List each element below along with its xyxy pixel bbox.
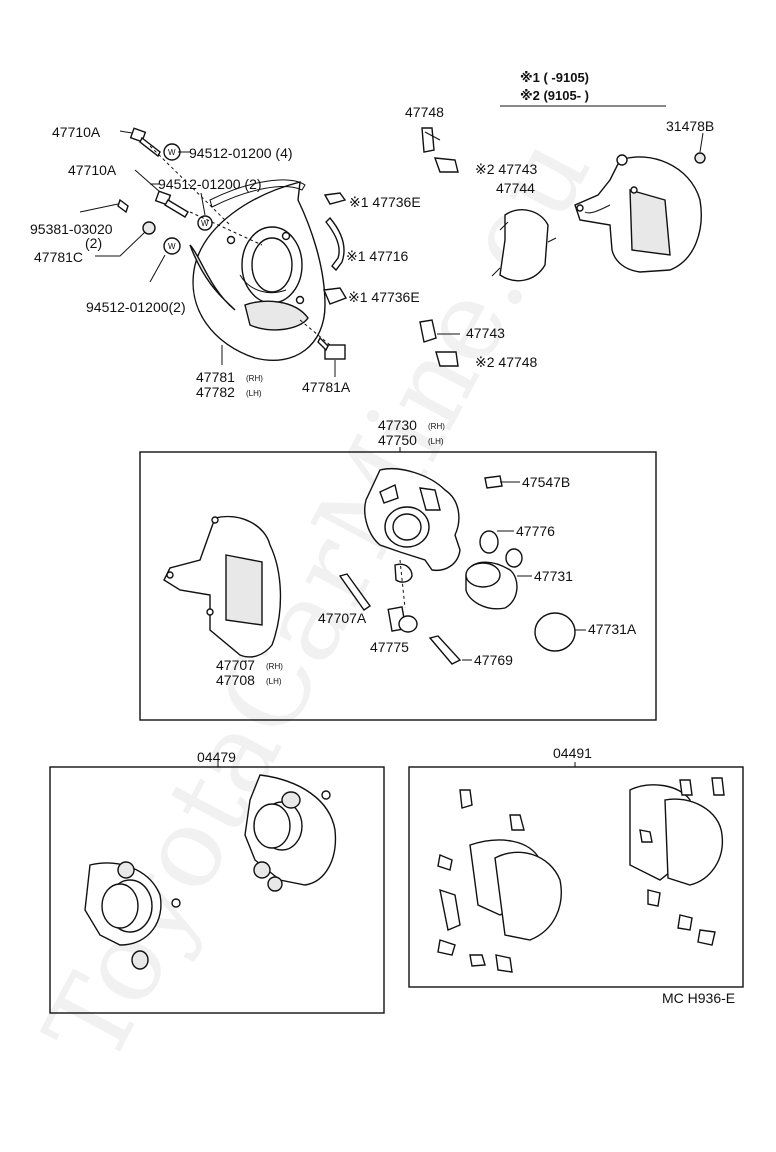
label-94512-2a: 94512-01200 (2) <box>158 176 262 192</box>
washer-94512-b[interactable]: W <box>197 215 213 231</box>
pad-support-plate-47744[interactable] <box>491 209 557 282</box>
label-47736E-upper: ※1 47736E <box>349 194 421 210</box>
clip-47748-upper[interactable] <box>421 127 441 153</box>
label-47781-rh: (RH) <box>246 374 263 383</box>
label-47775: 47775 <box>370 639 409 655</box>
label-47547B: 47547B <box>522 474 570 490</box>
caliper-assembly-box <box>139 451 657 721</box>
nut-47781C[interactable] <box>142 221 156 235</box>
label-95381: 95381-03020 <box>30 221 113 237</box>
label-47748-top: 47748 <box>405 104 444 120</box>
label-47743-top: ※2 47743 <box>475 161 538 177</box>
label-47730-rh: (RH) <box>428 422 445 431</box>
label-47731A: 47731A <box>588 621 637 637</box>
label-47782: 47782 <box>196 384 235 400</box>
label-47730: 47730 <box>378 417 417 433</box>
label-04479: 04479 <box>197 749 236 765</box>
label-47736E-lower: ※1 47736E <box>348 289 420 305</box>
svg-text:W: W <box>201 219 209 228</box>
screw-95381[interactable] <box>117 198 129 214</box>
clip-47743-upper[interactable] <box>433 157 459 173</box>
caliper-cover-plate-47707[interactable] <box>163 515 282 658</box>
bolt-47710A-lower[interactable] <box>154 190 189 218</box>
bolt-47769[interactable] <box>428 635 462 665</box>
clip-47748-lower[interactable] <box>435 351 459 367</box>
anti-squeal-shim-47736E-lower[interactable] <box>322 287 348 305</box>
bleeder-plug-31478B[interactable] <box>694 152 706 164</box>
label-47781C: 47781C <box>34 249 83 265</box>
label-47750: 47750 <box>378 432 417 448</box>
cylinder-boot-47776[interactable] <box>479 530 523 568</box>
washer-94512-a[interactable]: W <box>163 143 181 161</box>
label-94512-4: 94512-01200 (4) <box>189 145 293 161</box>
bolt-47707A[interactable] <box>338 573 371 611</box>
label-47776: 47776 <box>516 523 555 539</box>
label-47707-rh: (RH) <box>266 662 283 671</box>
bush-47775[interactable] <box>387 606 418 633</box>
label-47781: 47781 <box>196 369 235 385</box>
label-47707A: 47707A <box>318 610 367 626</box>
spring-47547B[interactable] <box>484 475 503 489</box>
label-47710A-upper: 47710A <box>52 124 101 140</box>
label-47769: 47769 <box>474 652 513 668</box>
label-47710A-lower: 47710A <box>68 162 117 178</box>
label-47750-lh: (LH) <box>428 437 444 446</box>
bolt-47781A[interactable] <box>317 336 346 360</box>
svg-text:W: W <box>168 148 176 157</box>
pad-kit-parts[interactable] <box>437 777 725 973</box>
spring-47716[interactable] <box>325 216 345 272</box>
svg-text:W: W <box>168 242 176 251</box>
label-94512-2b: 94512-01200(2) <box>86 299 186 315</box>
washer-94512-c[interactable]: W <box>163 237 181 255</box>
label-47716: ※1 47716 <box>346 248 409 264</box>
seal-kit-box <box>49 766 385 1014</box>
label-47708: 47708 <box>216 672 255 688</box>
label-47731: 47731 <box>534 568 573 584</box>
pad-kit-box <box>408 766 744 988</box>
anti-squeal-shim-47736E-upper[interactable] <box>323 192 347 205</box>
label-47748-bottom: ※2 47748 <box>475 354 538 370</box>
legend-mark2: ※2 (9105- ) <box>520 88 589 103</box>
piston-seal-47731A[interactable] <box>534 612 576 652</box>
seal-kit-parts[interactable] <box>84 774 337 970</box>
label-47708-lh: (LH) <box>266 677 282 686</box>
diagram-code: MC H936-E <box>662 990 735 1006</box>
label-47707: 47707 <box>216 657 255 673</box>
clip-47743-lower[interactable] <box>419 319 437 343</box>
dust-cover-plate[interactable] <box>189 179 326 361</box>
piston-47731[interactable] <box>465 561 518 610</box>
caliper-body[interactable] <box>364 468 461 583</box>
label-95381-qty: (2) <box>85 235 102 251</box>
label-47781A: 47781A <box>302 379 351 395</box>
label-47743-bottom: 47743 <box>466 325 505 341</box>
label-47782-lh: (LH) <box>246 389 262 398</box>
label-47744: 47744 <box>496 180 535 196</box>
label-04491: 04491 <box>553 745 592 761</box>
disc-brake-cylinder-mounting[interactable] <box>574 154 702 273</box>
label-31478B: 31478B <box>666 118 714 134</box>
legend-mark1: ※1 ( -9105) <box>520 70 589 85</box>
